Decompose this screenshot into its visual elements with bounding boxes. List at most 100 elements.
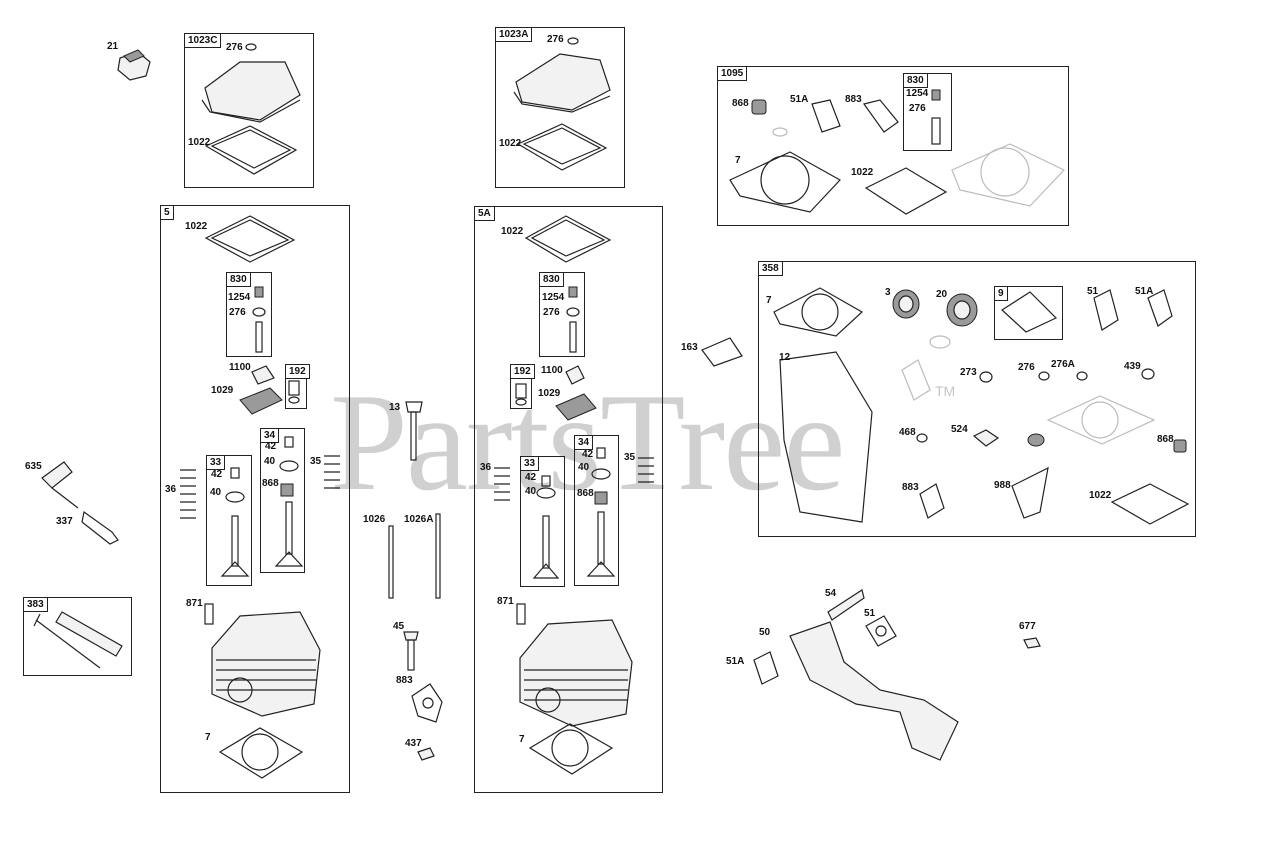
callout: 40 [525, 486, 537, 497]
callout: 677 [1019, 621, 1036, 632]
callout: 7 [735, 155, 741, 166]
callout: 871 [186, 598, 203, 609]
group-tag: 34 [260, 428, 280, 443]
callout: 51A [726, 656, 745, 667]
callout: 883 [845, 94, 862, 105]
spark-plug-illustration [41, 461, 119, 545]
callout: 868 [732, 98, 749, 109]
group-tag: 5A [474, 206, 495, 221]
callout: 276A [1051, 359, 1075, 370]
part-163-gasket-illustration [701, 337, 743, 367]
group-box-830-right: 830 [539, 272, 585, 357]
callout: 7 [205, 732, 211, 743]
callout: 42 [265, 441, 277, 452]
callout: 1022 [851, 167, 874, 178]
group-tag: 830 [539, 272, 564, 287]
group-tag: 1095 [717, 66, 748, 81]
gasket-set-1095-illustration [729, 89, 1065, 215]
callout: 276 [909, 103, 926, 114]
gasket-set-358-illustration [773, 287, 1190, 525]
tool-383-illustration [33, 611, 123, 669]
callout: 1029 [538, 388, 561, 399]
callout: 635 [25, 461, 42, 472]
group-tag: 830 [226, 272, 251, 287]
callout: 3 [885, 287, 891, 298]
valve-cover-1023A-illustration [513, 37, 611, 171]
callout: 36 [480, 462, 492, 473]
callout: 276 [229, 307, 246, 318]
callout: 276 [547, 34, 564, 45]
callout: 35 [624, 452, 636, 463]
intake-manifold-illustration [753, 589, 1041, 761]
group-box-5A: 5A [474, 206, 663, 793]
callout: 1022 [1089, 490, 1112, 501]
callout: 468 [899, 427, 916, 438]
group-tag: 358 [758, 261, 783, 276]
group-tag: 33 [206, 455, 226, 470]
callout: 51 [1087, 286, 1099, 297]
group-tag: 1023A [495, 27, 533, 42]
group-tag: 830 [903, 73, 928, 88]
callout: 12 [779, 352, 791, 363]
callout: 42 [211, 469, 223, 480]
callout: 51 [864, 608, 876, 619]
cylinder-head-assembly-5-illustration [180, 215, 340, 779]
callout: 7 [766, 295, 772, 306]
group-box-1023A: 1023A [495, 27, 625, 188]
callout: 50 [759, 627, 771, 638]
callout: 1254 [906, 88, 929, 99]
callout: 439 [1124, 361, 1141, 372]
callout: 1026A [404, 514, 434, 525]
group-box-192-left: 192 [285, 364, 310, 409]
callout: 1254 [542, 292, 565, 303]
group-box-192-right: 192 [510, 364, 535, 409]
callout: 35 [310, 456, 322, 467]
watermark-trademark: TM [935, 383, 956, 399]
group-tag: 383 [23, 597, 48, 612]
callout: 40 [578, 462, 590, 473]
cylinder-head-assembly-5A-illustration [494, 215, 654, 775]
callout: 51A [1135, 286, 1154, 297]
group-tag: 192 [285, 364, 310, 379]
callout: 883 [396, 675, 413, 686]
group-box-34-right: 34 [574, 435, 619, 586]
callout: 13 [389, 402, 401, 413]
callout: 1026 [363, 514, 386, 525]
group-box-830-left: 830 [226, 272, 272, 357]
group-box-5: 5 [160, 205, 350, 793]
callout: 21 [107, 41, 119, 52]
callout: 276 [543, 307, 560, 318]
callout: 42 [582, 449, 594, 460]
callout: 1254 [228, 292, 251, 303]
callout: 1022 [188, 137, 211, 148]
group-tag: 9 [994, 286, 1008, 301]
callout: 276 [226, 42, 243, 53]
callout: 1022 [499, 138, 522, 149]
callout: 1022 [501, 226, 524, 237]
callout: 273 [960, 367, 977, 378]
callout: 40 [210, 487, 222, 498]
group-box-1023C: 1023C [184, 33, 314, 188]
callout: 276 [1018, 362, 1035, 373]
group-tag: 1023C [184, 33, 222, 48]
group-box-34-left: 34 [260, 428, 305, 573]
callout: 1100 [229, 362, 251, 373]
callout: 36 [165, 484, 177, 495]
callout: 42 [525, 472, 537, 483]
callout: 20 [936, 289, 948, 300]
callout: 1022 [185, 221, 208, 232]
callout: 45 [393, 621, 405, 632]
callout: 51A [790, 94, 809, 105]
callout: 868 [1157, 434, 1174, 445]
callout: 868 [262, 478, 279, 489]
center-parts-illustration [388, 401, 443, 761]
group-box-358: 358 [758, 261, 1196, 537]
group-box-33-left: 33 [206, 455, 252, 586]
part-21-cap-illustration [117, 49, 151, 81]
callout: 437 [405, 738, 422, 749]
callout: 868 [577, 488, 594, 499]
callout: 337 [56, 516, 73, 527]
callout: 163 [681, 342, 698, 353]
